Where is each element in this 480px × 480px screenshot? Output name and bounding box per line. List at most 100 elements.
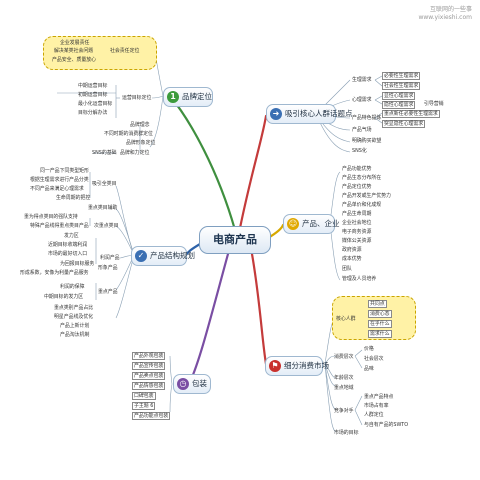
enterprise-item: 产品功能优势 bbox=[342, 166, 372, 172]
checkmark-icon: ✓ bbox=[135, 250, 147, 262]
core-people-item: 需求什么 bbox=[368, 330, 392, 338]
core-people-item: 在乎什么 bbox=[368, 320, 392, 328]
core-people-parent: 核心人群 bbox=[336, 316, 356, 322]
brand-resp-item: 解决某类社会问题 bbox=[54, 48, 94, 54]
package-item: 产品功能点包装 bbox=[132, 412, 171, 420]
brand-sns-leaf: SNS的基础 bbox=[92, 150, 117, 156]
brand-target-item: 目标分解办法 bbox=[78, 110, 108, 116]
competitor-item: 重点产品特点 bbox=[364, 394, 394, 400]
structure-parent: 吸引全类目 bbox=[92, 181, 117, 187]
brand-resp-item: 产品安全、质量放心 bbox=[52, 57, 97, 63]
consumer-plan: 市场的目标 bbox=[334, 430, 359, 436]
structure-parent: 次重点类目 bbox=[94, 223, 119, 229]
structure-parent: 利润产品 bbox=[100, 255, 120, 261]
package-item: 产品情感包装 bbox=[132, 382, 166, 390]
structure-parent: 重点产品 bbox=[98, 289, 118, 295]
structure-item: 重为得点类目的强队支持 bbox=[24, 214, 78, 220]
brand-concept-item: 品牌形象定位 bbox=[126, 140, 156, 146]
edge-brand bbox=[168, 94, 237, 232]
structure-item: 中期目标的发力区 bbox=[44, 294, 84, 300]
brand-resp-parent: 社会责任定位 bbox=[110, 48, 140, 54]
brand-concept-item: 不同时期的消费群定位 bbox=[104, 131, 153, 137]
enterprise-item: 媒体公关资源 bbox=[342, 238, 372, 244]
structure-item: 市场的最好切入口 bbox=[48, 251, 88, 257]
core-group-extra: 引导营销 bbox=[424, 101, 444, 107]
branch-enterprise[interactable]: ☺ 产品、企业 bbox=[283, 214, 340, 234]
structure-item: 利润的保障 bbox=[60, 284, 85, 290]
structure-item: 形成系数，安像为利量产品服务 bbox=[20, 270, 89, 276]
structure-item: 产品上新计划 bbox=[60, 323, 90, 329]
enterprise-item: 产品生态分布所在 bbox=[342, 175, 382, 181]
package-item: 口碑包装 bbox=[132, 392, 156, 400]
consume-level-item: 社会层次 bbox=[364, 356, 384, 362]
clock-icon: ◷ bbox=[177, 378, 189, 390]
structure-item: 发力区 bbox=[64, 233, 79, 239]
core-people-item: 共同点 bbox=[368, 300, 387, 308]
core-single: SNS化 bbox=[352, 148, 367, 154]
core-group-item: 重点新任必要性生理需求 bbox=[382, 110, 440, 118]
competitor-item: 人群定位 bbox=[364, 412, 384, 418]
enterprise-item: 产品单价和化成规 bbox=[342, 202, 382, 208]
structure-item: 为回报目标服务 bbox=[60, 261, 95, 267]
core-group-parent: 产品特色提炼 bbox=[352, 115, 382, 121]
package-item: 产品外观包装 bbox=[132, 352, 166, 360]
branch-core-user[interactable]: ➜ 吸引核心人群话题点 bbox=[266, 104, 353, 124]
edge-consumer bbox=[250, 252, 268, 366]
structure-parent: 形象产品 bbox=[98, 265, 118, 271]
core-group-item: 突显隐性心理需求 bbox=[382, 120, 426, 128]
structure-item: 重点类别产品占比 bbox=[54, 305, 94, 311]
flag-icon: ⚑ bbox=[269, 360, 281, 372]
consumer-region: 重点地域 bbox=[334, 385, 354, 391]
brand-sns-parent: 品牌和力定位 bbox=[120, 150, 150, 156]
enterprise-item: 产品生命周期 bbox=[342, 211, 372, 217]
arrow-right-icon: ➜ bbox=[270, 108, 282, 120]
core-single: 明确购买欲望 bbox=[352, 138, 382, 144]
package-item: 子主题 6 bbox=[132, 402, 156, 410]
competitor-item: 市场占有率 bbox=[364, 403, 389, 409]
edge-package bbox=[188, 252, 230, 384]
brand-target-item: 最小化运营目标 bbox=[78, 101, 113, 107]
core-group-item: 显性心理需求 bbox=[382, 92, 416, 100]
structure-item: 特殊产品线得重点类目产品 bbox=[30, 223, 89, 229]
number-1-icon: 1 bbox=[167, 91, 179, 103]
package-item: 产品卖点包装 bbox=[132, 372, 166, 380]
structure-item: 近期目标收端利润 bbox=[48, 242, 88, 248]
brand-target-item: 初期运营目标 bbox=[78, 92, 108, 98]
structure-item: 不同产品来满足心理需求 bbox=[30, 186, 84, 192]
structure-item: 同一产品下同类型矩形 bbox=[40, 168, 89, 174]
branch-brand[interactable]: 1 品牌定位 bbox=[163, 87, 213, 107]
core-group-item: 社会性生理需求 bbox=[382, 82, 421, 90]
consume-level-item: 价格 bbox=[364, 346, 374, 352]
enterprise-item: 产品定位优势 bbox=[342, 184, 372, 190]
core-group-parent: 生理需求 bbox=[352, 77, 372, 83]
structure-parent: 重点类目辅助 bbox=[88, 205, 118, 211]
enterprise-item: 成本优势 bbox=[342, 256, 362, 262]
responsibility-cloud bbox=[43, 36, 157, 70]
central-topic[interactable]: 电商产品 bbox=[199, 226, 271, 254]
consume-level-parent: 消费层次 bbox=[334, 354, 354, 360]
enterprise-item: 企业社会地位 bbox=[342, 220, 372, 226]
competitor-parent: 竞争对手 bbox=[334, 408, 354, 414]
core-group-parent: 心理需求 bbox=[352, 97, 372, 103]
core-group-item: 隐性心理需求 bbox=[382, 101, 416, 109]
consumer-age: 年龄层次 bbox=[334, 375, 354, 381]
package-item: 产品宣传包装 bbox=[132, 362, 166, 370]
structure-item: 生命周期的把控 bbox=[56, 195, 91, 201]
core-single: 产品气场 bbox=[352, 127, 372, 133]
structure-item: 产品淘汰机制 bbox=[60, 332, 90, 338]
branch-structure[interactable]: ✓ 产品结构规划 bbox=[131, 246, 195, 266]
enterprise-item: 团队 bbox=[342, 266, 352, 272]
branch-consumer[interactable]: ⚑ 细分消费市场 bbox=[265, 356, 329, 376]
consume-level-item: 品味 bbox=[364, 366, 374, 372]
enterprise-item: 电子商务资源 bbox=[342, 229, 372, 235]
branch-package[interactable]: ◷ 包装 bbox=[173, 374, 211, 394]
edge-core-user bbox=[238, 114, 268, 230]
core-group-item: 必要性生理需求 bbox=[382, 72, 421, 80]
enterprise-item: 政府资源 bbox=[342, 247, 362, 253]
competitor-item: 与自有产品的SWTO bbox=[364, 422, 409, 428]
brand-target-parent: 运营目标定位 bbox=[122, 95, 152, 101]
smiley-icon: ☺ bbox=[287, 218, 299, 230]
structure-item: 明星产品线及优化 bbox=[54, 314, 94, 320]
brand-target-item: 中期运营目标 bbox=[78, 83, 108, 89]
